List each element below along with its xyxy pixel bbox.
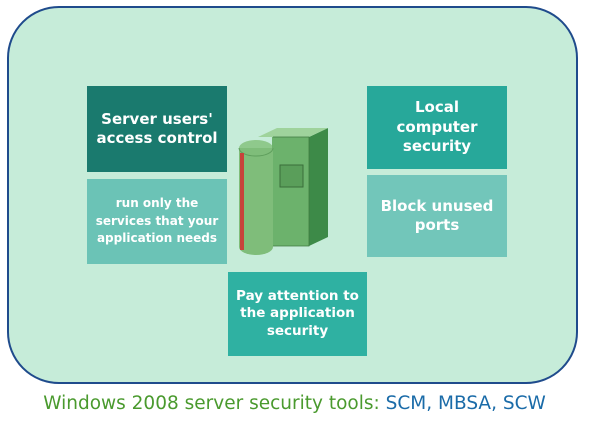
caption-tools: SCM, MBSA, SCW [385, 393, 546, 414]
local-security-box: Local computer security [367, 86, 507, 169]
block-ports-box: Block unused ports [367, 175, 507, 257]
access-control-box: Server users' access control [87, 86, 227, 172]
run-services-box: run only the services that your applicat… [87, 179, 227, 264]
caption: Windows 2008 server security tools: SCM,… [0, 393, 589, 414]
server-icon [238, 128, 328, 255]
application-security-box: Pay attention to the application securit… [228, 272, 367, 356]
caption-prefix: Windows 2008 server security tools: [43, 393, 386, 414]
